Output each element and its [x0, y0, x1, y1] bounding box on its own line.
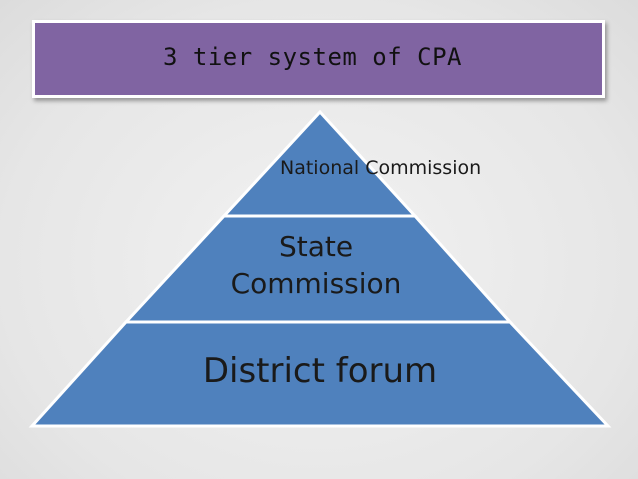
- slide-title: 3 tier system of CPA: [163, 43, 462, 71]
- state-commission-label: State Commission: [230, 230, 402, 300]
- title-banner: 3 tier system of CPA: [32, 20, 605, 98]
- district-forum-label: District forum: [202, 351, 438, 391]
- pyramid-tier-district: [28, 320, 612, 428]
- national-commission-label: National Commission: [280, 157, 482, 179]
